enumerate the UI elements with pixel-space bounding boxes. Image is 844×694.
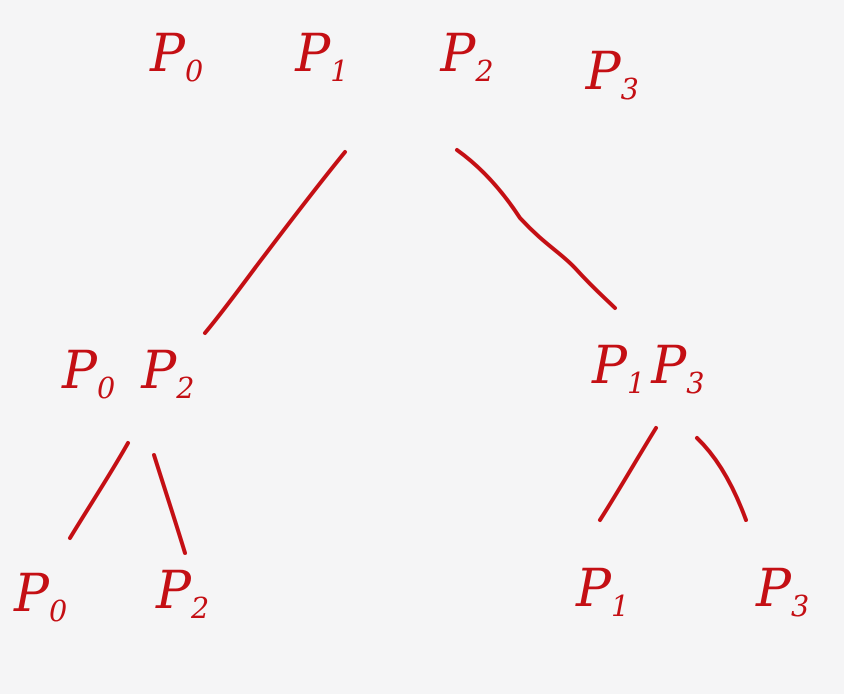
node-root-p1: P1 <box>295 24 349 88</box>
node-right-right-p3: P3 <box>756 559 810 623</box>
edge-root-left <box>203 150 347 335</box>
edge-right-left <box>598 426 658 522</box>
node-right-p1: P1 <box>592 336 646 400</box>
node-left-right-p2: P2 <box>156 561 210 625</box>
node-left-left: P0 <box>14 568 67 626</box>
node-left-left-p0: P0 <box>14 564 68 628</box>
node-left: P0 P2 <box>62 345 194 403</box>
node-left-right: P2 <box>156 565 209 623</box>
edge-left-left <box>68 441 130 540</box>
node-root-p2: P2 <box>440 24 494 88</box>
node-right-left: P1 <box>576 563 629 621</box>
node-root-p0: P0 <box>150 24 204 88</box>
edge-left-right <box>152 453 187 555</box>
edge-root-right <box>455 148 617 310</box>
node-left-p2: P2 <box>141 341 195 405</box>
node-root: P0 P1 P2 P3 <box>150 24 639 103</box>
node-left-p0: P0 <box>62 341 116 405</box>
edge-right-right <box>695 436 748 522</box>
node-right: P1 P3 <box>592 340 704 398</box>
node-right-p3: P3 <box>651 336 705 400</box>
node-right-left-p1: P1 <box>576 559 630 623</box>
node-root-p3: P3 <box>585 42 639 106</box>
node-right-right: P3 <box>756 563 809 621</box>
